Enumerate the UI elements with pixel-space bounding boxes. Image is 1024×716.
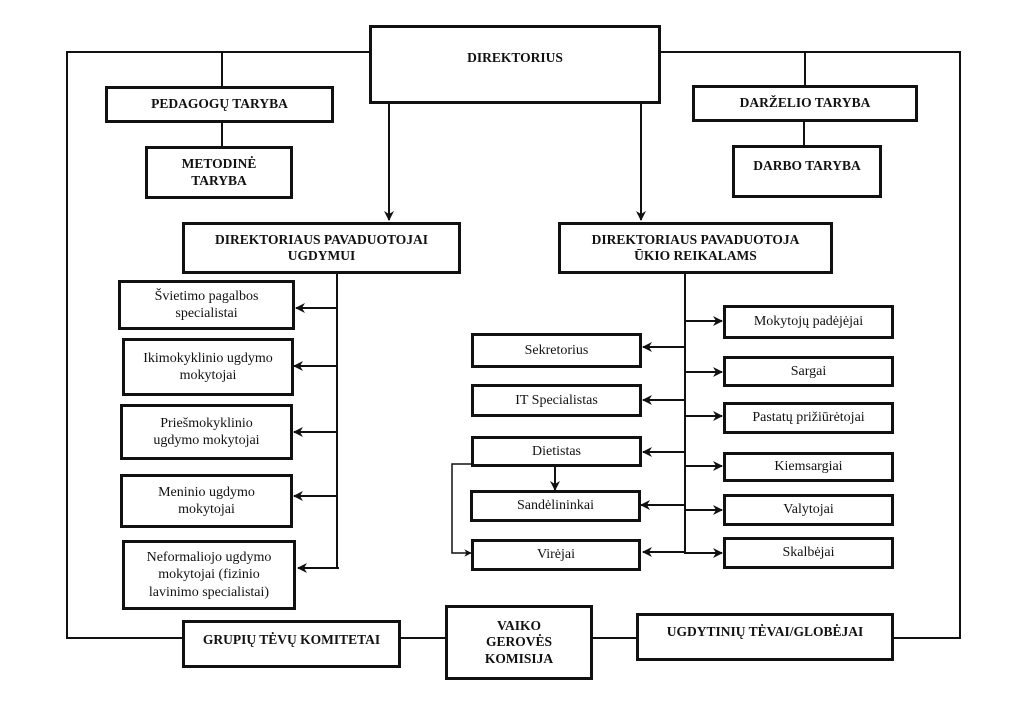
node-label-line: METODINĖ bbox=[181, 156, 257, 172]
node-label-line: GEROVĖS bbox=[485, 634, 552, 650]
node-label: Kiemsargiai bbox=[774, 459, 843, 475]
node-label-line: UGDYMUI bbox=[287, 248, 356, 263]
node-neformaliojo: Neformaliojo ugdymo mokytojai (fizinio l… bbox=[122, 540, 296, 610]
node-pastatu: Pastatų prižiūrėtojai bbox=[723, 402, 894, 434]
node-label: DARŽELIO TARYBA bbox=[739, 95, 871, 111]
node-pav-ukio: DIREKTORIAUS PAVADUOTOJA ŪKIO REIKALAMS bbox=[558, 222, 833, 274]
node-label-line: Priešmokyklinio bbox=[160, 415, 253, 431]
node-label-line: Neformaliojo ugdymo bbox=[146, 550, 272, 566]
node-label-line: mokytojai bbox=[178, 502, 235, 517]
node-dietistas: Dietistas bbox=[471, 436, 642, 467]
node-ugdytiniu-tevai: UGDYTINIŲ TĖVAI/GLOBĖJAI bbox=[636, 613, 894, 661]
node-label: PEDAGOGŲ TARYBA bbox=[151, 96, 288, 112]
node-label: Pastatų prižiūrėtojai bbox=[752, 410, 865, 426]
node-darzelio-taryba: DARŽELIO TARYBA bbox=[692, 85, 918, 122]
node-direktorius: DIREKTORIUS bbox=[369, 25, 661, 104]
node-label: Valytojai bbox=[783, 502, 834, 518]
node-ikimokyklinio: Ikimokyklinio ugdymo mokytojai bbox=[122, 338, 294, 396]
node-it: IT Specialistas bbox=[471, 384, 642, 417]
node-valytojai: Valytojai bbox=[723, 494, 894, 526]
node-label-line: Ikimokyklinio ugdymo bbox=[143, 350, 273, 366]
node-label-line: ŪKIO REIKALAMS bbox=[634, 248, 757, 263]
node-kiemsargiai: Kiemsargiai bbox=[723, 452, 894, 482]
node-label-line: DIREKTORIAUS PAVADUOTOJAI bbox=[215, 231, 428, 247]
node-label: DARBO TARYBA bbox=[753, 158, 861, 173]
node-pedagogu-taryba: PEDAGOGŲ TARYBA bbox=[105, 86, 334, 123]
node-pav-ugdymui: DIREKTORIAUS PAVADUOTOJAI UGDYMUI bbox=[182, 222, 461, 274]
node-label-line: TARYBA bbox=[191, 172, 247, 188]
node-label: Virėjai bbox=[536, 547, 576, 563]
node-svietimo: Švietimo pagalbos specialistai bbox=[118, 280, 295, 330]
node-label: Sekretorius bbox=[524, 342, 589, 358]
node-label: Dietistas bbox=[532, 443, 581, 459]
frame-left bbox=[66, 51, 369, 639]
arrow-dietistas-virejai bbox=[451, 463, 472, 557]
node-label: Skalbėjai bbox=[782, 545, 835, 561]
node-darbo-taryba: DARBO TARYBA bbox=[732, 145, 882, 198]
node-skalbejai: Skalbėjai bbox=[723, 537, 894, 569]
node-sekretorius: Sekretorius bbox=[471, 333, 642, 368]
node-label: GRUPIŲ TĖVŲ KOMITETAI bbox=[202, 632, 381, 647]
node-label-line: lavinimo specialistai) bbox=[148, 584, 270, 600]
node-label: UGDYTINIŲ TĖVAI/GLOBĖJAI bbox=[666, 624, 864, 639]
node-mokytoju-padejejai: Mokytojų padėjėjai bbox=[723, 305, 894, 339]
node-label-line: mokytojai (fizinio bbox=[158, 567, 260, 583]
node-label: Sandėlininkai bbox=[517, 498, 594, 514]
node-label: IT Specialistas bbox=[515, 392, 598, 408]
node-label-line: ugdymo mokytojai bbox=[153, 433, 260, 448]
node-label: Sargai bbox=[790, 363, 827, 379]
node-label-line: DIREKTORIAUS PAVADUOTOJA bbox=[591, 231, 800, 247]
node-sandelininkai: Sandėlininkai bbox=[470, 490, 641, 522]
node-metodine-taryba: METODINĖ TARYBA bbox=[145, 146, 293, 199]
node-label-line: specialistai bbox=[175, 306, 238, 321]
node-label-line: Meninio ugdymo bbox=[158, 484, 255, 500]
node-label-line: mokytojai bbox=[179, 368, 237, 383]
node-label: Mokytojų padėjėjai bbox=[753, 314, 864, 330]
node-priesmokyklinio: Priešmokyklinio ugdymo mokytojai bbox=[120, 404, 293, 460]
node-label: DIREKTORIUS bbox=[467, 50, 563, 65]
node-label-line: KOMISIJA bbox=[484, 650, 554, 666]
node-meninio: Meninio ugdymo mokytojai bbox=[120, 474, 293, 528]
node-sargai: Sargai bbox=[723, 356, 894, 387]
node-label-line: VAIKO bbox=[496, 617, 541, 633]
node-vaiko-geroves: VAIKO GEROVĖS KOMISIJA bbox=[445, 605, 593, 680]
frame-right bbox=[660, 51, 961, 639]
node-label-line: Švietimo pagalbos bbox=[154, 288, 259, 304]
node-grupiu-tevu: GRUPIŲ TĖVŲ KOMITETAI bbox=[182, 620, 401, 668]
node-virejai: Virėjai bbox=[471, 539, 641, 571]
